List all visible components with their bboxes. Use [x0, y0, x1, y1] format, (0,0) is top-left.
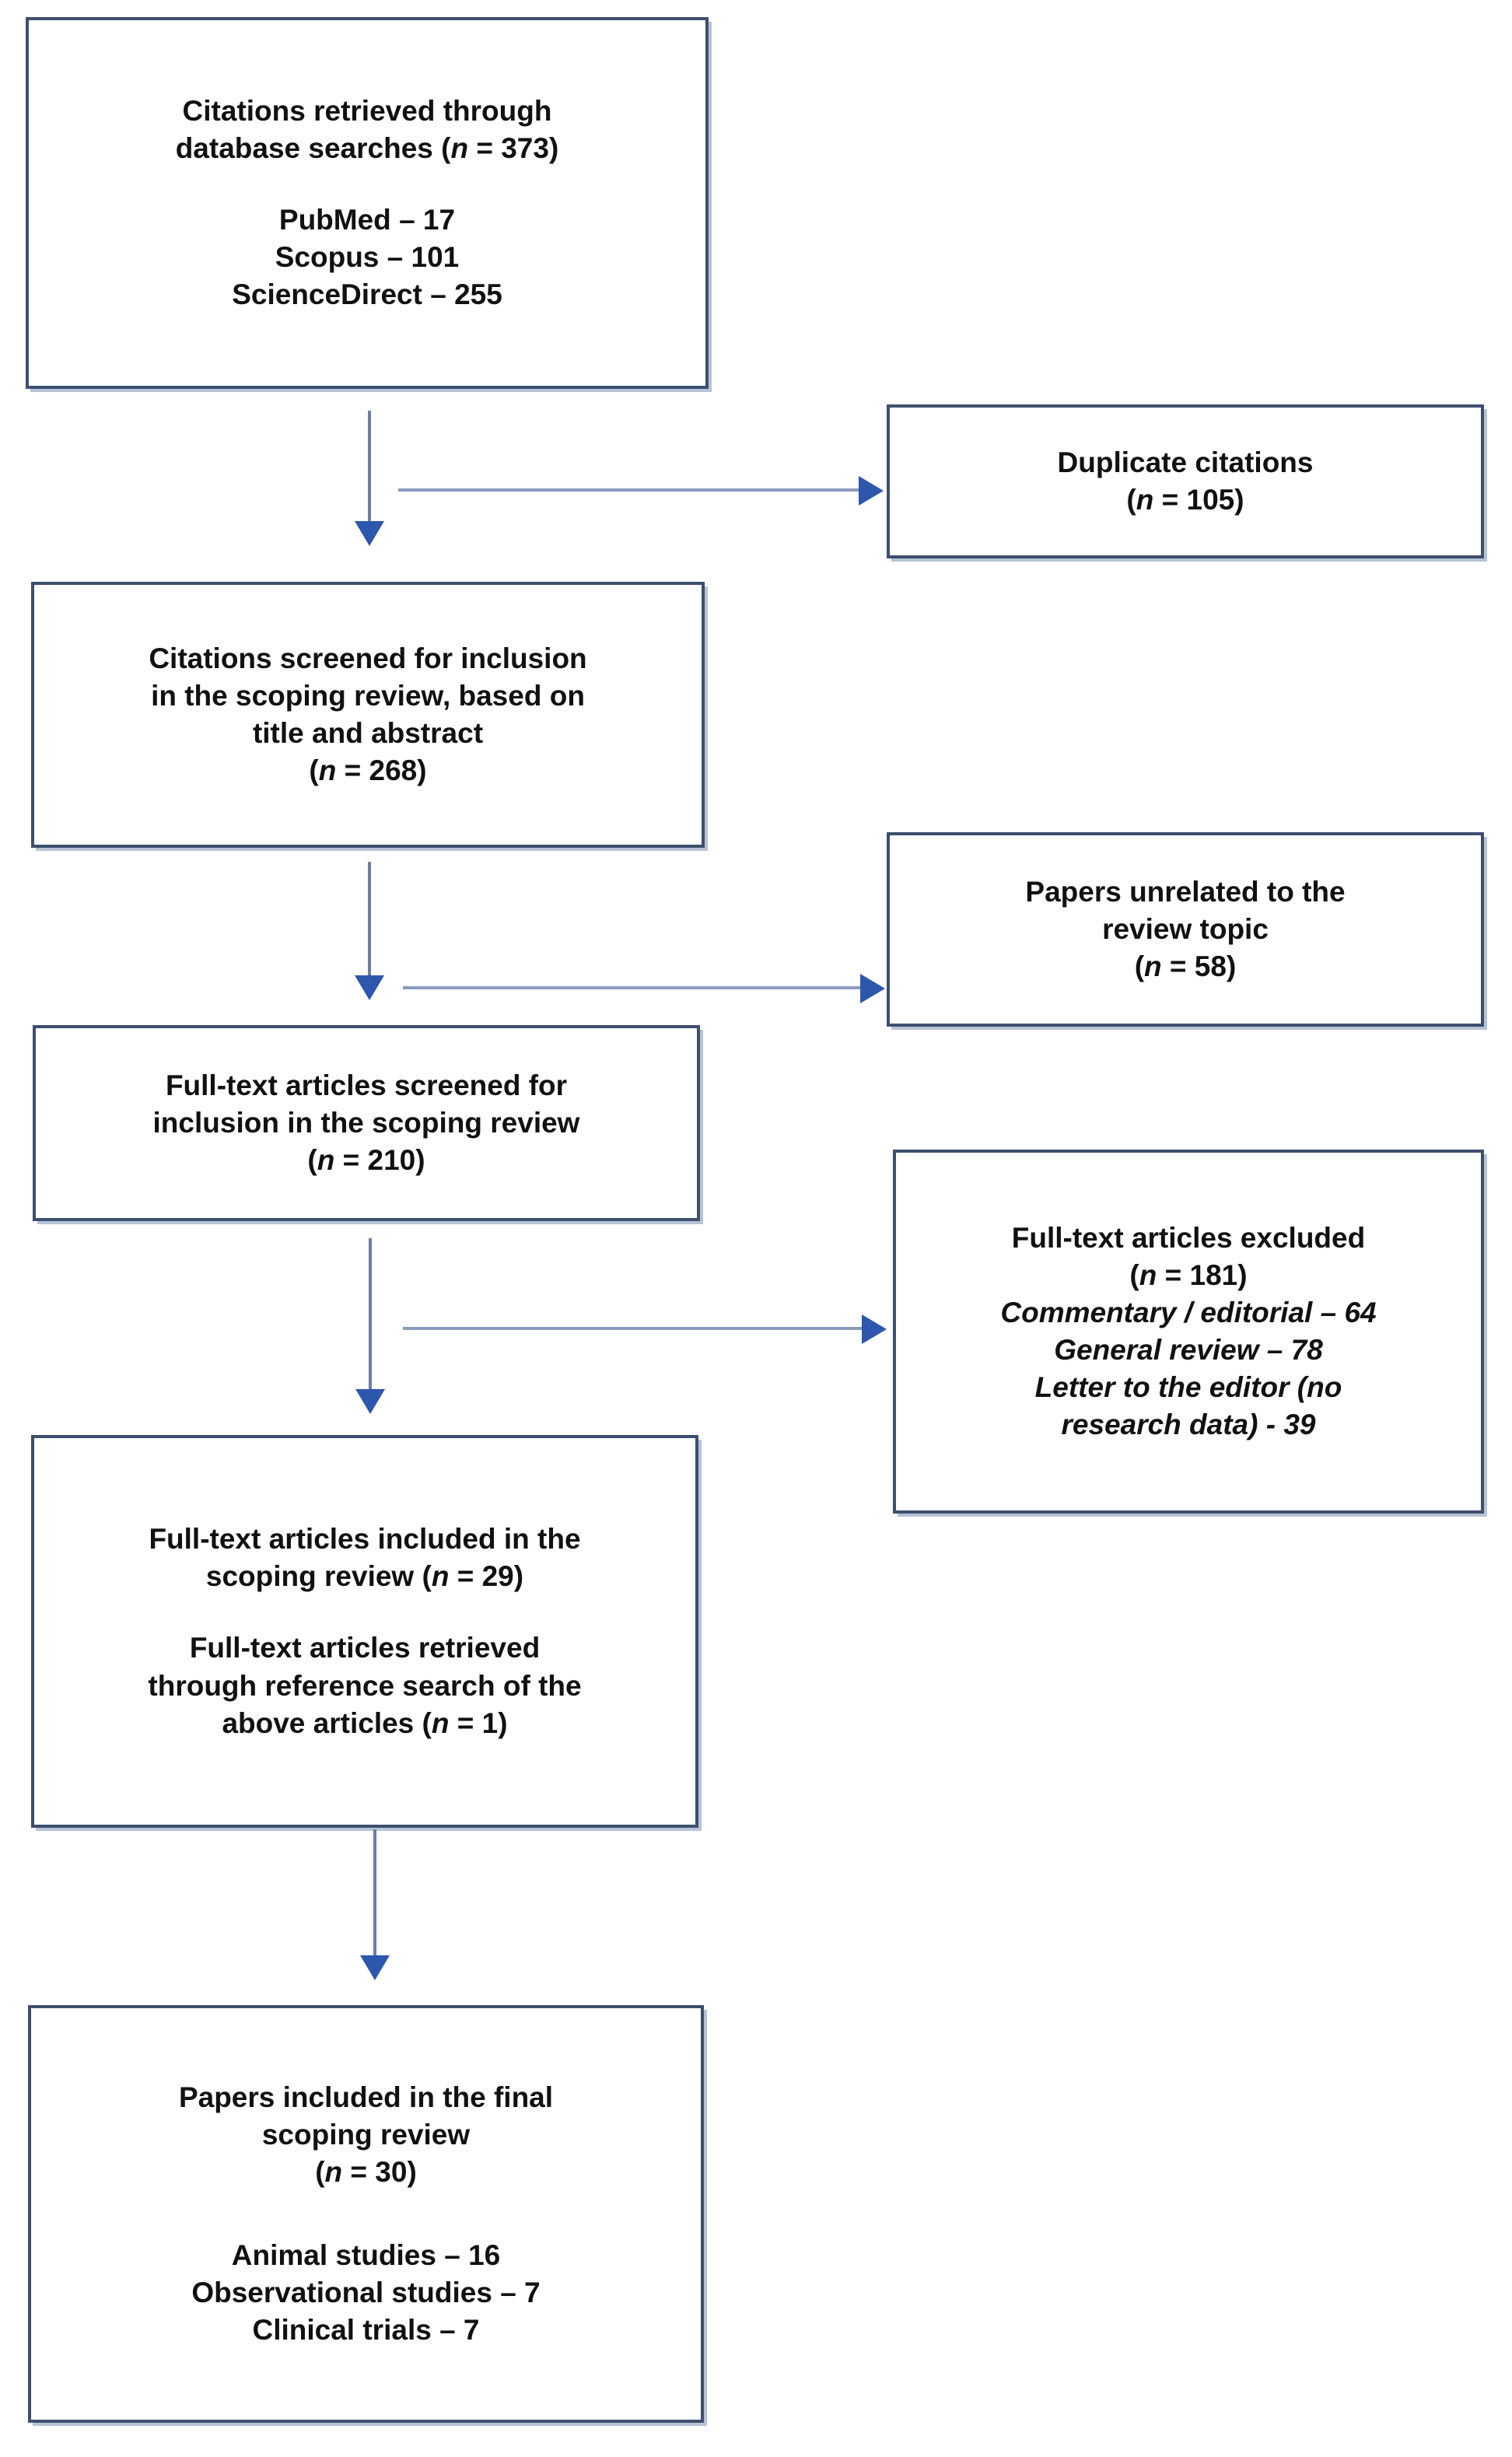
text-line: research data) - 39 — [1061, 1409, 1316, 1441]
text-line: Citations screened for inclusion — [149, 642, 587, 674]
box-fulltext-excluded: Full-text articles excluded (n = 181) Co… — [893, 1150, 1484, 1514]
box-records-identified-breakdown: PubMed – 17 Scopus – 101 ScienceDirect –… — [40, 201, 695, 313]
text-line: title and abstract — [252, 717, 484, 749]
connector-vertical-included-to-final — [373, 1829, 376, 1960]
text-line: above articles (n = 1) — [222, 1706, 508, 1739]
text-line: Animal studies – 16 — [231, 2238, 501, 2271]
text-line: PubMed – 17 — [278, 203, 456, 236]
box-studies-included-primary: Full-text articles included in the scopi… — [45, 1521, 684, 1595]
arrowhead-down-included-to-final — [360, 1955, 390, 1980]
box-fulltext-assessed: Full-text articles screened for inclusio… — [33, 1025, 700, 1221]
connector-horizontal-to-fulltext-excluded — [403, 1327, 868, 1330]
box-records-identified: Citations retrieved through database sea… — [26, 17, 709, 389]
box-studies-included-reference-search: Full-text articles retrieved through ref… — [45, 1629, 684, 1741]
text-line: Letter to the editor (no — [1034, 1371, 1342, 1404]
text-line: Full-text articles included in the — [149, 1523, 581, 1556]
box-final-included-breakdown: Animal studies – 16 Observational studie… — [42, 2237, 690, 2349]
text-line: inclusion in the scoping review — [152, 1106, 580, 1139]
arrowhead-right-to-duplicates — [859, 476, 884, 506]
text-line: through reference search of the — [148, 1669, 582, 1702]
box-records-excluded-unrelated: Papers unrelated to the review topic (n … — [887, 832, 1484, 1027]
box-final-included-primary: Papers included in the final scoping rev… — [42, 2079, 690, 2191]
connector-vertical-screened-to-fulltext — [368, 862, 371, 980]
arrowhead-right-to-fulltext-excluded — [862, 1314, 887, 1344]
text-line: Clinical trials – 7 — [252, 2313, 480, 2346]
arrowhead-down-identified-to-screened — [355, 521, 384, 546]
connector-horizontal-to-duplicates — [398, 488, 863, 492]
box-final-included: Papers included in the final scoping rev… — [28, 2005, 704, 2423]
text-line: Full-text articles screened for — [165, 1069, 568, 1101]
text-line: (n = 30) — [315, 2156, 417, 2189]
text-line: in the scoping review, based on — [151, 679, 585, 712]
text-line: Papers unrelated to the — [1025, 875, 1346, 908]
text-line: (n = 210) — [307, 1144, 425, 1177]
box-duplicates-removed: Duplicate citations (n = 105) — [887, 404, 1484, 558]
text-line: scoping review (n = 29) — [205, 1560, 524, 1593]
box-studies-included: Full-text articles included in the scopi… — [31, 1435, 698, 1828]
arrowhead-down-fulltext-to-included — [355, 1389, 385, 1414]
text-line: Commentary / editorial – 64 — [1000, 1296, 1377, 1328]
text-line: Full-text articles retrieved — [189, 1632, 541, 1664]
text-line: Scopus – 101 — [275, 241, 460, 274]
arrowhead-down-screened-to-fulltext — [355, 975, 384, 1000]
text-line: Duplicate citations — [1057, 446, 1314, 478]
text-line: (n = 268) — [309, 754, 427, 787]
text-line: Citations retrieved through — [182, 94, 552, 127]
connector-vertical-identified-to-screened — [368, 411, 371, 526]
text-line: review topic — [1102, 912, 1269, 945]
box-fulltext-excluded-reasons: Commentary / editorial – 64 General revi… — [907, 1294, 1470, 1444]
text-line: (n = 58) — [1134, 950, 1237, 983]
text-line: Full-text articles excluded — [1011, 1221, 1366, 1254]
connector-vertical-fulltext-to-included — [369, 1238, 372, 1394]
box-records-screened: Citations screened for inclusion in the … — [31, 582, 705, 848]
text-line: (n = 181) — [1129, 1258, 1248, 1291]
text-line: database searches (n = 373) — [175, 131, 559, 164]
text-line: Papers included in the final — [178, 2081, 554, 2114]
connector-horizontal-to-unrelated — [403, 986, 865, 989]
arrowhead-right-to-unrelated — [860, 974, 885, 1003]
text-line: scoping review — [261, 2119, 471, 2151]
text-line: General review – 78 — [1054, 1334, 1323, 1366]
text-line: ScienceDirect – 255 — [232, 278, 502, 311]
text-line: (n = 105) — [1126, 484, 1244, 516]
text-line: Observational studies – 7 — [191, 2276, 541, 2308]
box-records-identified-primary: Citations retrieved through database sea… — [40, 93, 695, 167]
